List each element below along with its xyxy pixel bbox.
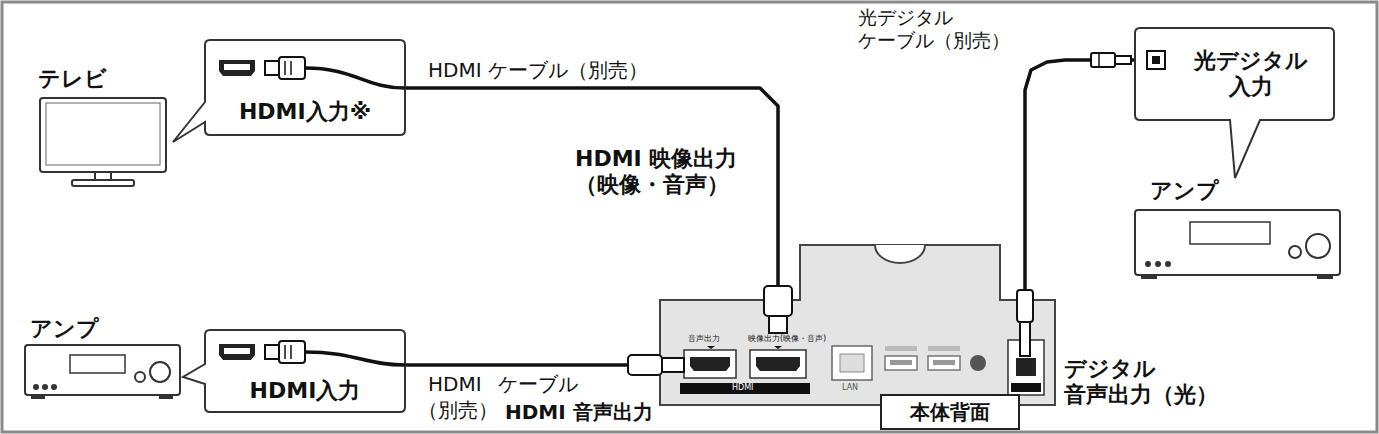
- cable-label: 光デジタル ケーブル（別売）: [858, 6, 1028, 52]
- port-label: LAN: [842, 384, 858, 393]
- cable-label: HDMI ケーブル（別売）: [428, 58, 648, 82]
- panel-ports: [680, 340, 1044, 395]
- cable-plugs: [628, 286, 1033, 375]
- callout-box: 光デジタル 入力: [1135, 28, 1334, 120]
- device-name: アンプ: [1150, 178, 1219, 204]
- rear-panel: 音声出力 映像出力(映像・音声) HDMI LAN: [660, 300, 1055, 405]
- cable-label: HDMI: [428, 372, 482, 396]
- port-label: HDMI 音声出力: [505, 400, 653, 424]
- box-text: HDMI入力※: [239, 99, 371, 125]
- callout-outline: [173, 40, 405, 142]
- callout-outline: [183, 330, 405, 412]
- port-label: 音声出力: [688, 335, 720, 344]
- box-text: HDMI入力: [250, 378, 361, 404]
- callout-box: HDMI入力※: [205, 40, 405, 135]
- cable-line: [405, 363, 660, 367]
- cable-line: [405, 88, 778, 300]
- device-name: テレビ: [38, 66, 107, 92]
- hdmi-icon: [219, 57, 405, 88]
- panel-outline: [660, 245, 1055, 405]
- box-text: 本体背面: [910, 400, 990, 424]
- port-label: デジタル 音声出力（光）: [1064, 356, 1244, 409]
- optical-icon: [1091, 51, 1165, 69]
- cable-label: （別売）: [418, 398, 498, 422]
- amp-illustration: [1135, 210, 1340, 278]
- hdmi-icon: [219, 341, 405, 365]
- amp-illustration: [25, 345, 180, 398]
- caption-box: 本体背面: [880, 394, 1020, 430]
- callout-box: HDMI入力: [205, 330, 405, 412]
- tv-illustration: [40, 98, 166, 186]
- cable-label: ケーブル: [498, 372, 578, 396]
- port-label: 映像出力(映像・音声): [748, 335, 826, 344]
- port-label: HDMI: [732, 384, 753, 393]
- device-name: アンプ: [30, 316, 99, 342]
- port-label: HDMI 映像出力 （映像・音声）: [575, 146, 755, 199]
- cable-line: [1025, 60, 1135, 300]
- box-text: 光デジタル 入力: [1175, 48, 1326, 101]
- callout-outline: [1135, 28, 1334, 178]
